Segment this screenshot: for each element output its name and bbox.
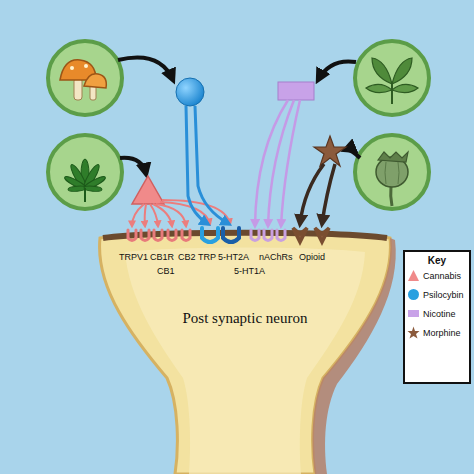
legend-symbol bbox=[407, 269, 420, 282]
cannabis-lines bbox=[132, 200, 230, 226]
legend-symbol bbox=[407, 307, 420, 320]
legend-entry: Psilocybin bbox=[407, 288, 469, 301]
key-box: KeyCannabisPsilocybinNicotineMorphine bbox=[403, 250, 471, 384]
psilocybin-lines bbox=[186, 106, 229, 224]
cannabis-molecule bbox=[132, 176, 164, 204]
mushroom-icon bbox=[48, 41, 122, 115]
key-heading: Key bbox=[405, 255, 469, 266]
nicotine-lines bbox=[255, 100, 300, 226]
legend-text: Psilocybin bbox=[423, 290, 464, 300]
morphine-molecule bbox=[314, 136, 346, 166]
legend-text: Nicotine bbox=[423, 309, 456, 319]
legend-entry: Nicotine bbox=[407, 307, 469, 320]
legend-text: Morphine bbox=[423, 328, 461, 338]
neuron-label: Post synaptic neuron bbox=[95, 310, 395, 327]
legend-text: Cannabis bbox=[423, 271, 461, 281]
neuron-body: Post synaptic neuron bbox=[95, 228, 395, 474]
psilocybin-molecule bbox=[176, 78, 204, 106]
poppy-icon bbox=[355, 135, 429, 209]
legend-entry: Morphine bbox=[407, 326, 469, 339]
neuron-outline bbox=[95, 228, 395, 474]
tobacco-icon bbox=[355, 41, 429, 115]
source-arrows bbox=[118, 58, 360, 175]
legend-symbol bbox=[407, 288, 420, 301]
legend-entry: Cannabis bbox=[407, 269, 469, 282]
receptors bbox=[128, 228, 329, 242]
morphine-lines bbox=[300, 164, 335, 224]
legend-symbol bbox=[407, 326, 420, 339]
nicotine-molecule bbox=[278, 82, 314, 100]
cannabis-icon bbox=[48, 135, 122, 209]
